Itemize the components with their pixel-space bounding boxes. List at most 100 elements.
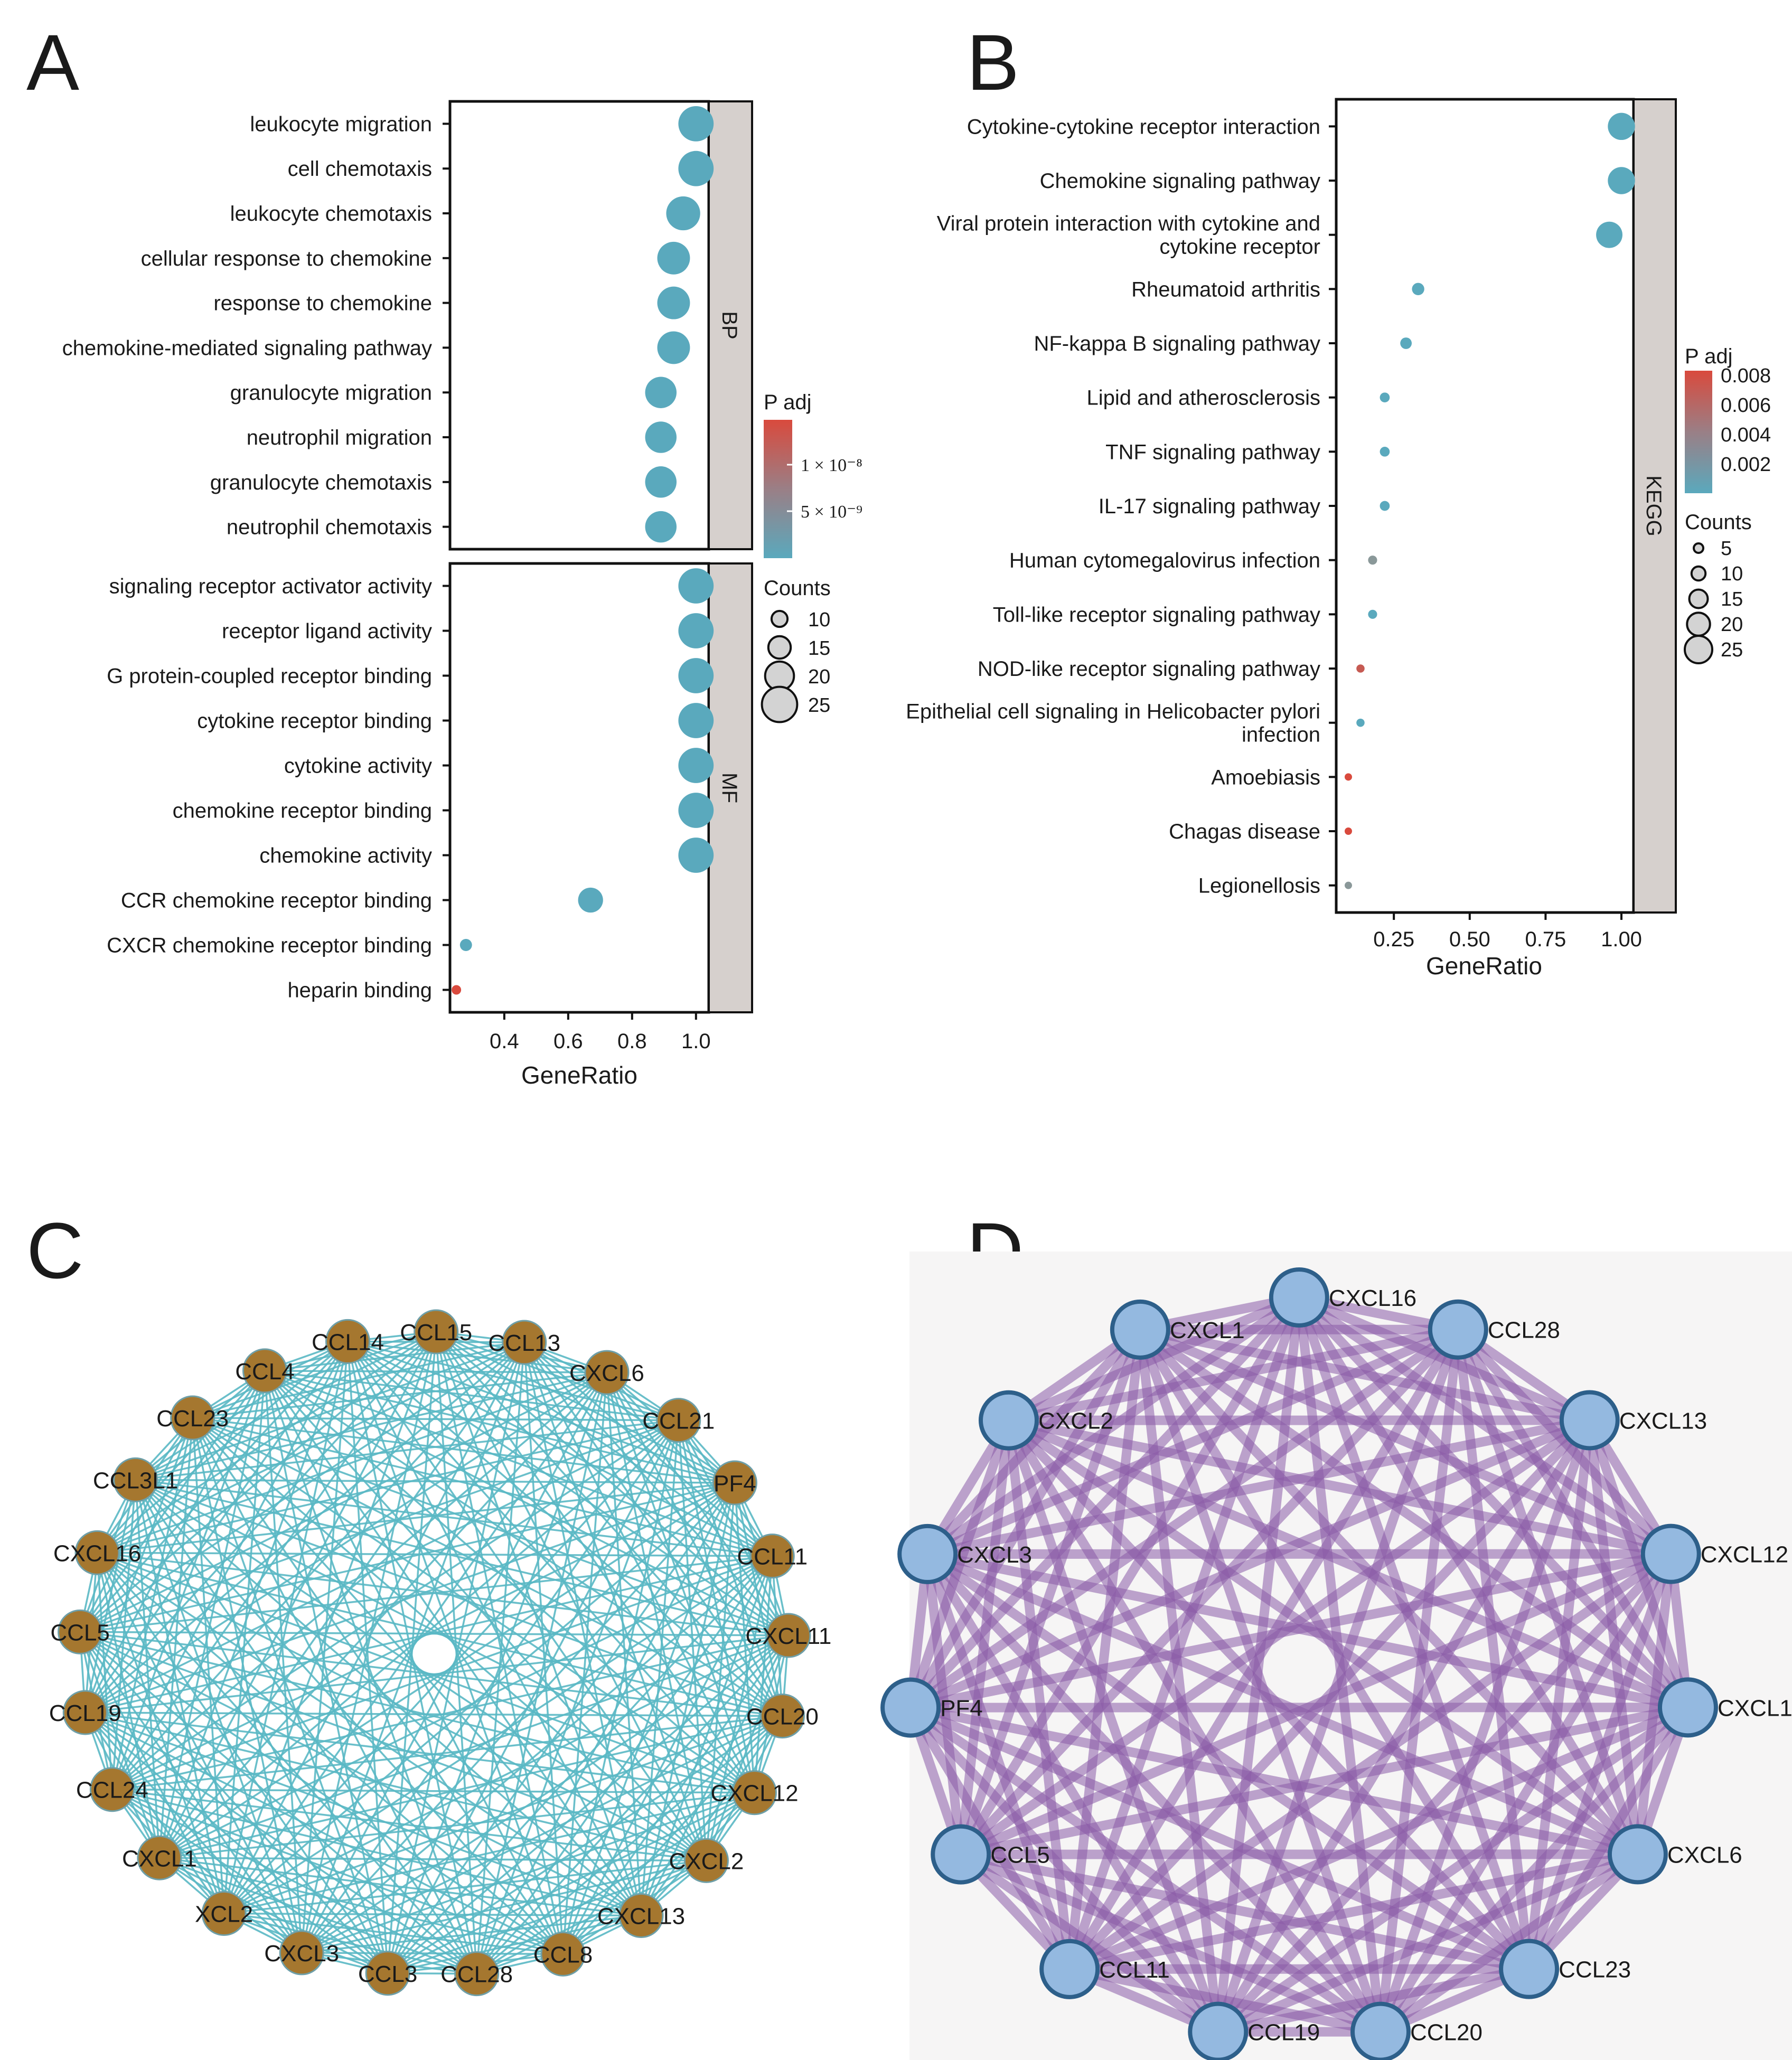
node-cxcl1: CXCL1 (1110, 1299, 1245, 1360)
edge-ccl8-ccl5 (79, 1631, 564, 1955)
node-label-ccl23: CCL23 (156, 1406, 229, 1432)
point-chemokine-signaling-pathway (1608, 167, 1635, 194)
node-ccl13: CCL13 (488, 1320, 560, 1365)
point-viral-protein-interaction-with-cytokine-and-cytokine-receptor (1596, 221, 1622, 248)
panel-a-padj-colorbar (764, 420, 792, 558)
node-ccl19: CCL19 (49, 1690, 121, 1735)
edge-cxcl12-ccl19 (1213, 1549, 1676, 2037)
edge-pf4-ccl4 (264, 1370, 736, 1484)
edge-ccl3-ccl15 (387, 1331, 437, 1974)
counts-key-20 (1686, 612, 1711, 637)
node-circle-pf4 (712, 1460, 757, 1506)
edge-pf4-cxcl1 (906, 1324, 1145, 1713)
edge-ccl3-ccl5 (79, 1631, 389, 1974)
node-ccl3l1: CCL3L1 (93, 1457, 178, 1502)
edge-ccl21-ccl20 (677, 1419, 784, 1717)
edge-ccl8-ccl3l1 (134, 1479, 564, 1955)
edge-ccl5-cxcl2 (956, 1415, 1014, 1859)
term-label-cellular-response-to-chemokine: cellular response to chemokine (141, 247, 432, 270)
edge-ccl3l1-ccl15 (134, 1331, 437, 1481)
node-label-cxcl13: CXCL13 (597, 1903, 685, 1929)
point-human-cytomegalovirus-infection (1368, 556, 1377, 565)
edge-ccl19-ccl23 (84, 1417, 194, 1714)
node-label-cxcl1: CXCL1 (122, 1846, 197, 1871)
node-pf4: PF4 (712, 1460, 757, 1506)
edge-cxcl11-ccl3l1 (134, 1479, 790, 1636)
node-ccl23: CCL23 (156, 1395, 229, 1441)
node-label-ccl19: CCL19 (49, 1700, 121, 1726)
panel-a-padj-label-1: 1 × 10⁻⁸ (801, 456, 862, 475)
edge-cxcl6-ccl19 (1213, 1849, 1643, 2037)
panel-a-legend-counts-title: Counts (764, 577, 831, 600)
facet-mf-strip (708, 562, 753, 1013)
node-ccl3: CCL3 (358, 1951, 417, 1996)
node-circle-xcl2 (201, 1891, 247, 1936)
node-label-cxcl3: CXCL3 (957, 1542, 1032, 1568)
node-circle-cxcl13 (618, 1893, 664, 1938)
edge-ccl11-ccl15 (435, 1331, 773, 1557)
edge-ccl5-cxcl3 (923, 1549, 966, 1859)
point-granulocyte-chemotaxis (645, 466, 677, 498)
node-circle-ccl8 (540, 1931, 586, 1977)
node-label-ccl5: CCL5 (990, 1842, 1050, 1868)
node-label-ccl23: CCL23 (1559, 1957, 1631, 1983)
term-label-chemokine-signaling-pathway: Chemokine signaling pathway (1040, 170, 1320, 193)
edge-ccl24-ccl4 (111, 1370, 266, 1791)
node-circle-cxcl1 (137, 1835, 182, 1880)
edge-ccl8-cxcl3 (301, 1952, 564, 1955)
edge-pf4-cxcl12 (734, 1482, 756, 1794)
node-cxcl12: CXCL12 (710, 1770, 799, 1816)
node-circle-cxcl16 (74, 1530, 120, 1575)
point-nod-like-receptor-signaling-pathway (1356, 664, 1365, 673)
term-label-leukocyte-migration: leukocyte migration (250, 112, 432, 136)
point-heparin-binding (452, 985, 462, 995)
node-circle-ccl24 (89, 1767, 135, 1812)
node-cxcl11: CXCL11 (745, 1613, 831, 1658)
edge-ccl20-ccl15 (435, 1331, 784, 1717)
edge-cxcl1-ccl14 (158, 1340, 349, 1859)
edge-ccl13-ccl5 (79, 1341, 526, 1633)
x-tick-label-0-25: 0.25 (1373, 928, 1414, 951)
term-label-response-to-chemokine: response to chemokine (213, 292, 432, 315)
x-tick-label-0-50: 0.50 (1449, 928, 1490, 951)
edge-xcl2-ccl4 (223, 1370, 266, 1915)
node-circle-cxcl13 (1559, 1390, 1620, 1451)
node-circle-ccl14 (325, 1319, 370, 1364)
edge-cxcl6-ccl4 (264, 1370, 608, 1374)
edge-cxcl12-ccl8 (562, 1791, 756, 1955)
edge-cxcl1-ccl3l1 (134, 1479, 161, 1859)
point-response-to-chemokine (657, 286, 690, 319)
edge-ccl28-ccl15 (435, 1331, 478, 1975)
counts-key-5 (1693, 542, 1704, 554)
edge-ccl28-cxcl2 (1003, 1324, 1463, 1425)
term-label-heparin-binding: heparin binding (287, 979, 432, 1002)
edge-ccl13-pf4 (523, 1341, 736, 1484)
edge-cxcl11-ccl14 (346, 1340, 790, 1636)
node-circle-cxcl12 (1640, 1523, 1701, 1584)
counts-key-10 (770, 609, 789, 628)
edge-cxcl13-cxcl3 (923, 1415, 1594, 1559)
edge-ccl24-ccl23 (111, 1417, 194, 1791)
edge-cxcl13-ccl14 (346, 1340, 642, 1917)
edge-pf4-ccl5 (79, 1482, 736, 1633)
edge-ccl13-ccl4 (264, 1341, 526, 1372)
counts-key-label-20: 20 (808, 666, 830, 688)
edge-xcl2-ccl14 (223, 1340, 349, 1915)
node-cxcl3: CXCL3 (264, 1930, 339, 1976)
point-cytokine-activity (678, 748, 714, 783)
term-label-leukocyte-chemotaxis: leukocyte chemotaxis (230, 202, 432, 225)
facet-mf-points (452, 568, 714, 995)
node-label-cxcl16: CXCL16 (53, 1540, 141, 1566)
edge-cxcl16-cxcl3 (923, 1293, 1304, 1559)
edge-ccl20-cxcl3 (301, 1715, 784, 1954)
edge-cxcl3-ccl23 (191, 1417, 303, 1954)
node-circle-ccl3l1 (113, 1457, 158, 1502)
edge-cxcl11-ccl11 (1065, 1702, 1693, 1974)
edge-pf4-ccl23 (191, 1417, 736, 1484)
point-chemokine-activity (678, 838, 714, 873)
node-label-cxcl12: CXCL12 (710, 1781, 798, 1807)
node-label-cxcl6: CXCL6 (569, 1360, 644, 1386)
counts-key-label-5: 5 (1721, 538, 1732, 560)
edge-cxcl2-ccl4 (264, 1370, 708, 1862)
